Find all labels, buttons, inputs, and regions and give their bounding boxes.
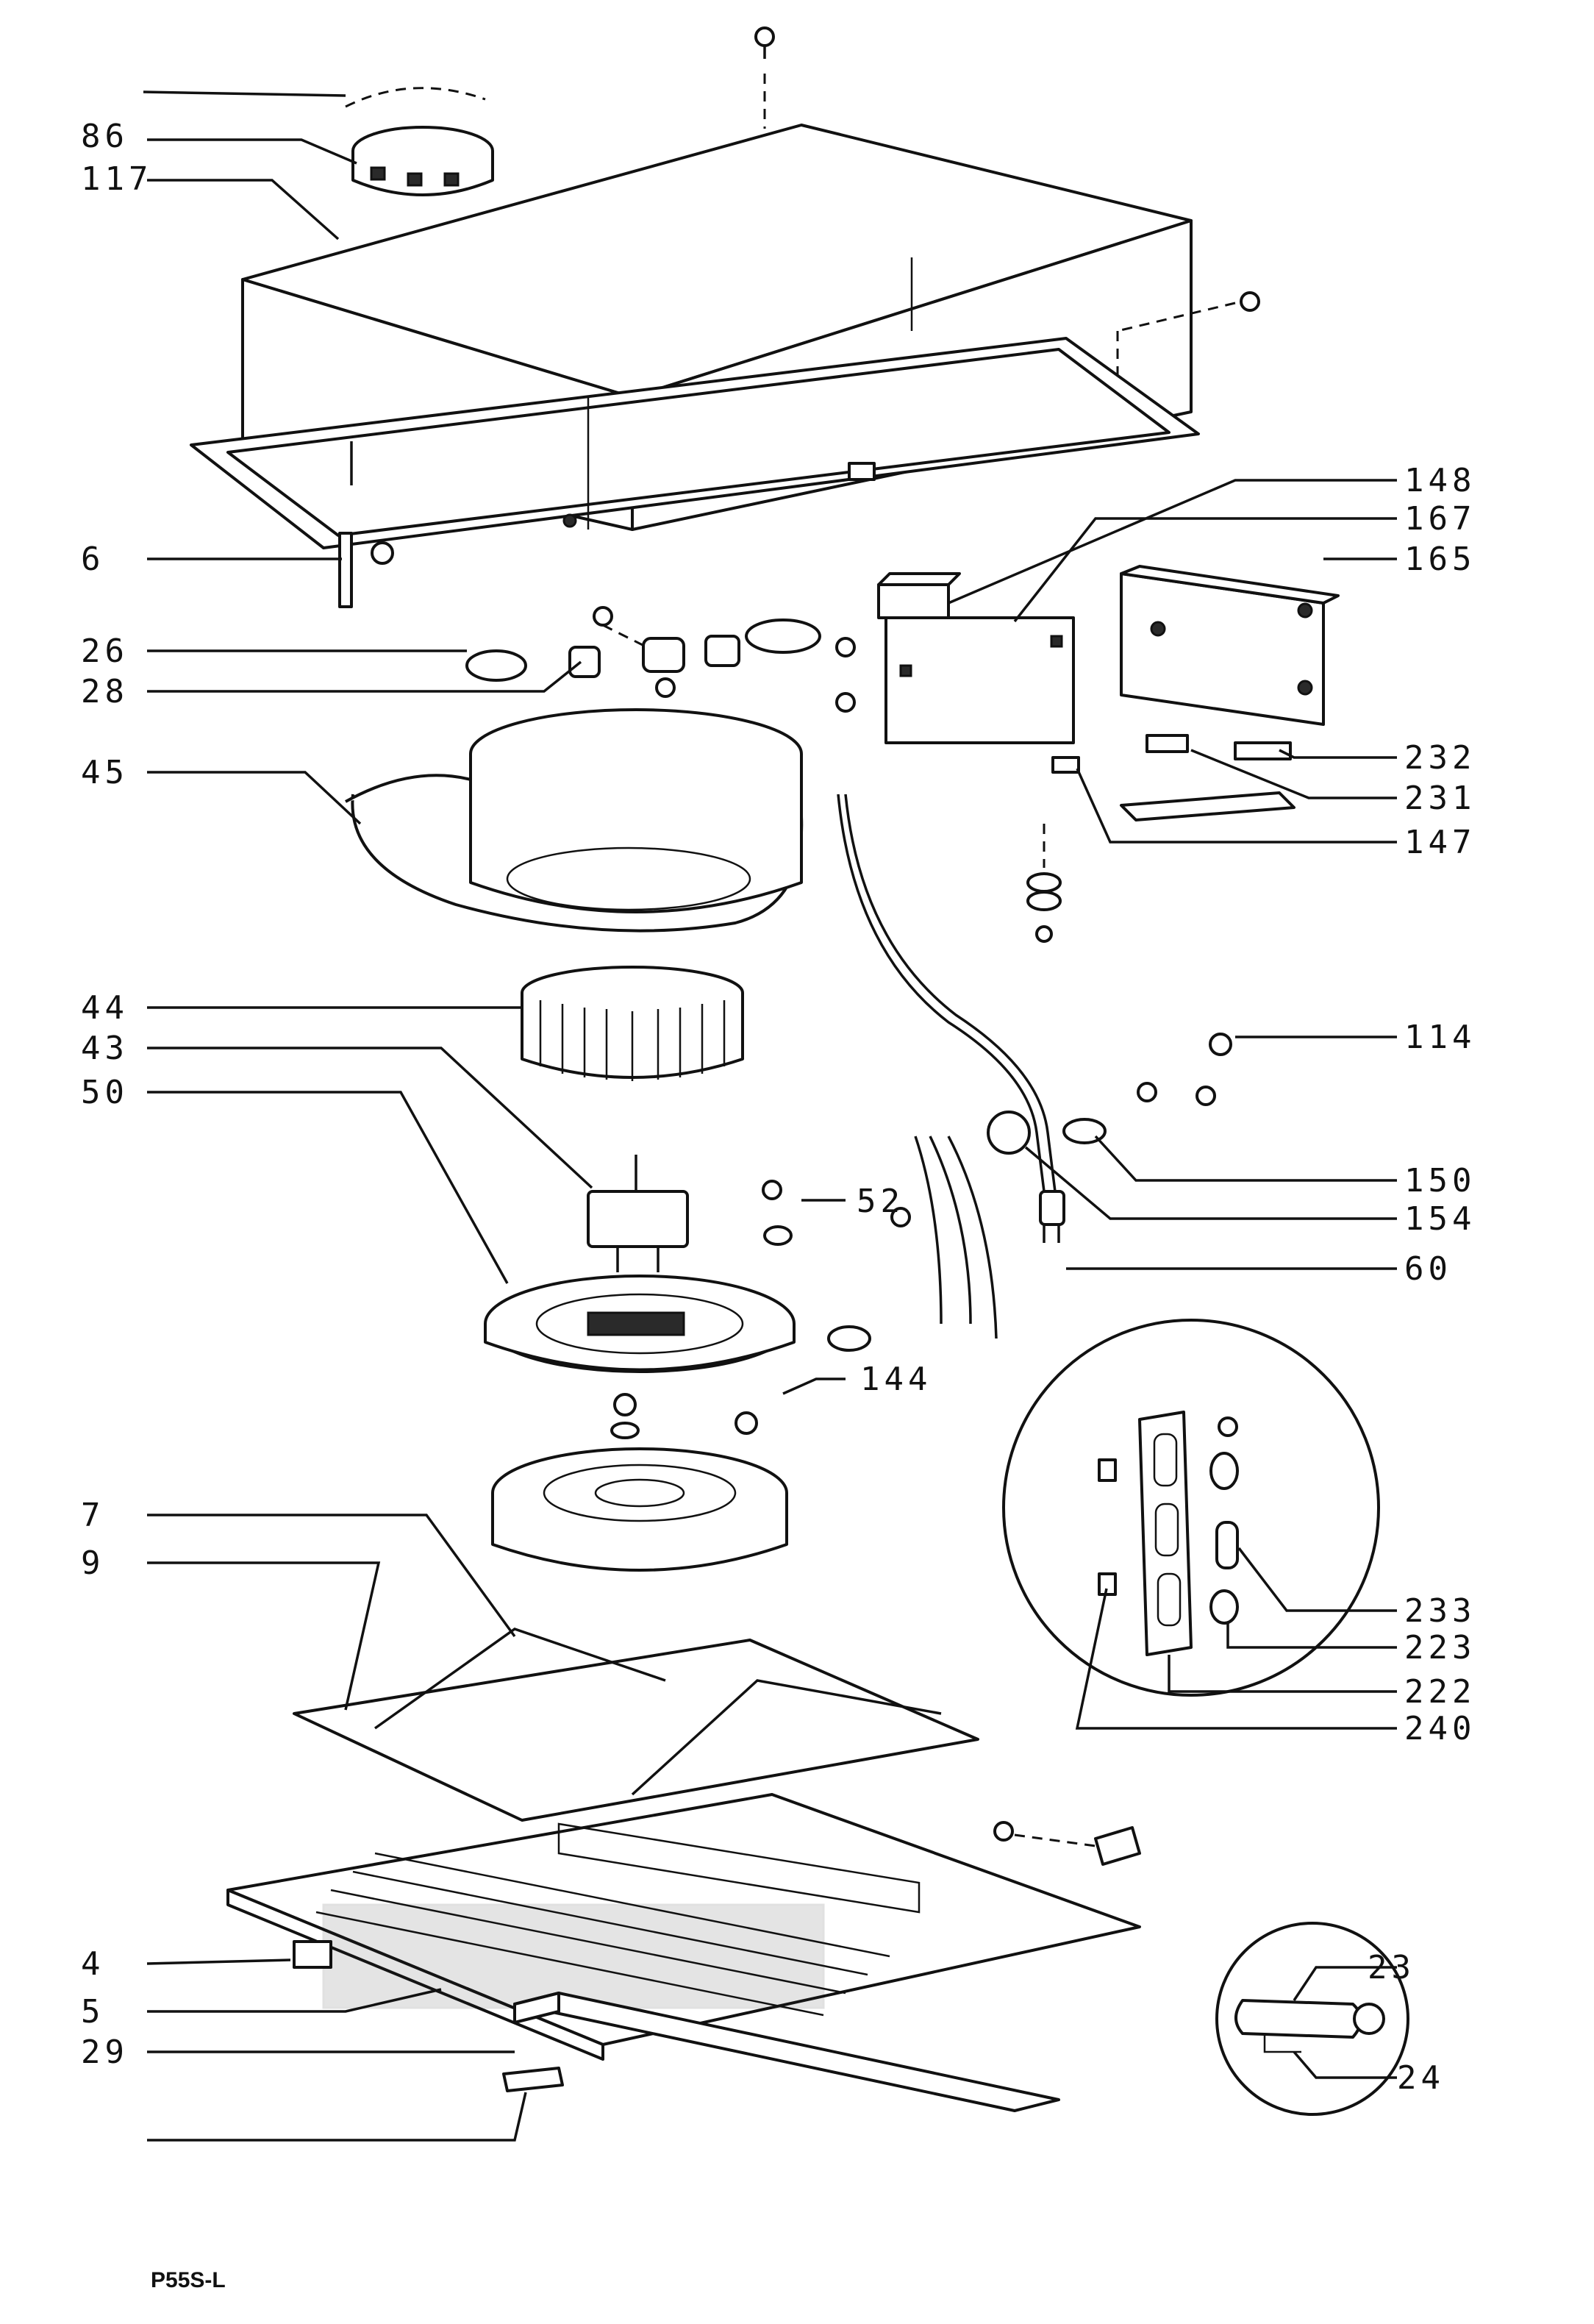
label-28: 28 [81,673,129,710]
label-50: 50 [81,1074,129,1111]
label-114: 114 [1404,1019,1476,1056]
label-24: 24 [1397,2059,1445,2097]
model-code: P55S-L [151,2268,226,2292]
grill-slots [315,1852,890,2017]
label-52: 52 [857,1183,904,1220]
label-223: 223 [1404,1629,1476,1667]
switch-box-148-167 [835,572,1075,744]
wire-harness [914,1136,998,1339]
screw-top [754,26,775,129]
cover-part-165 [1120,565,1340,726]
label-43: 43 [81,1030,129,1067]
label-233: 233 [1404,1592,1476,1630]
label-6: 6 [81,541,105,578]
detail-circle-hinge [1215,1922,1409,2116]
part-labels: 86 117 6 26 28 45 44 43 50 52 144 7 9 4 … [81,118,1476,2097]
label-165: 165 [1404,541,1476,578]
label-232: 232 [1404,739,1476,777]
label-154: 154 [1404,1200,1476,1238]
screw-side [1116,291,1260,382]
label-44: 44 [81,989,129,1027]
label-29: 29 [81,2034,129,2071]
loose-piece [502,2067,564,2092]
motor-part-43 [587,1155,793,1272]
strip-part-29 [513,1992,1060,2112]
bracket-part-6 [338,532,394,608]
clip-part-4 [293,1940,332,1969]
power-cord-part-60 [837,794,1065,1243]
side-clip [993,1821,1141,1866]
label-4: 4 [81,1945,105,1983]
grill-part-5 [226,1793,1141,2061]
label-26: 26 [81,632,129,670]
label-150: 150 [1404,1162,1476,1200]
label-117: 117 [81,160,152,198]
label-60: 60 [1404,1250,1452,1288]
light-housing [491,1447,788,1572]
label-222: 222 [1404,1673,1476,1711]
label-144: 144 [860,1361,932,1398]
fan-housing-part-45 [345,708,804,933]
label-167: 167 [1404,500,1476,538]
label-147: 147 [1404,824,1476,861]
ring-part-86 [345,87,494,196]
label-7: 7 [81,1497,105,1534]
label-240: 240 [1404,1710,1476,1747]
label-86: 86 [81,118,129,155]
label-23: 23 [1368,1949,1415,1986]
parts-114-150-154 [1062,1033,1232,1144]
connector-row-26-28 [465,606,821,698]
label-45: 45 [81,754,129,791]
housing-part-117 [190,124,1200,549]
impeller-part-44 [521,966,744,1081]
label-5: 5 [81,1993,105,2031]
detail-circle-switch [1002,1319,1380,1697]
leader-lines [143,90,1397,2142]
mounting-plate-part-50 [484,1275,871,1439]
label-9: 9 [81,1544,105,1582]
terminal-parts-232-231-147 [1026,734,1295,943]
label-148: 148 [1404,462,1476,499]
label-231: 231 [1404,780,1476,817]
filter-plate-part-9 [293,1628,979,1822]
